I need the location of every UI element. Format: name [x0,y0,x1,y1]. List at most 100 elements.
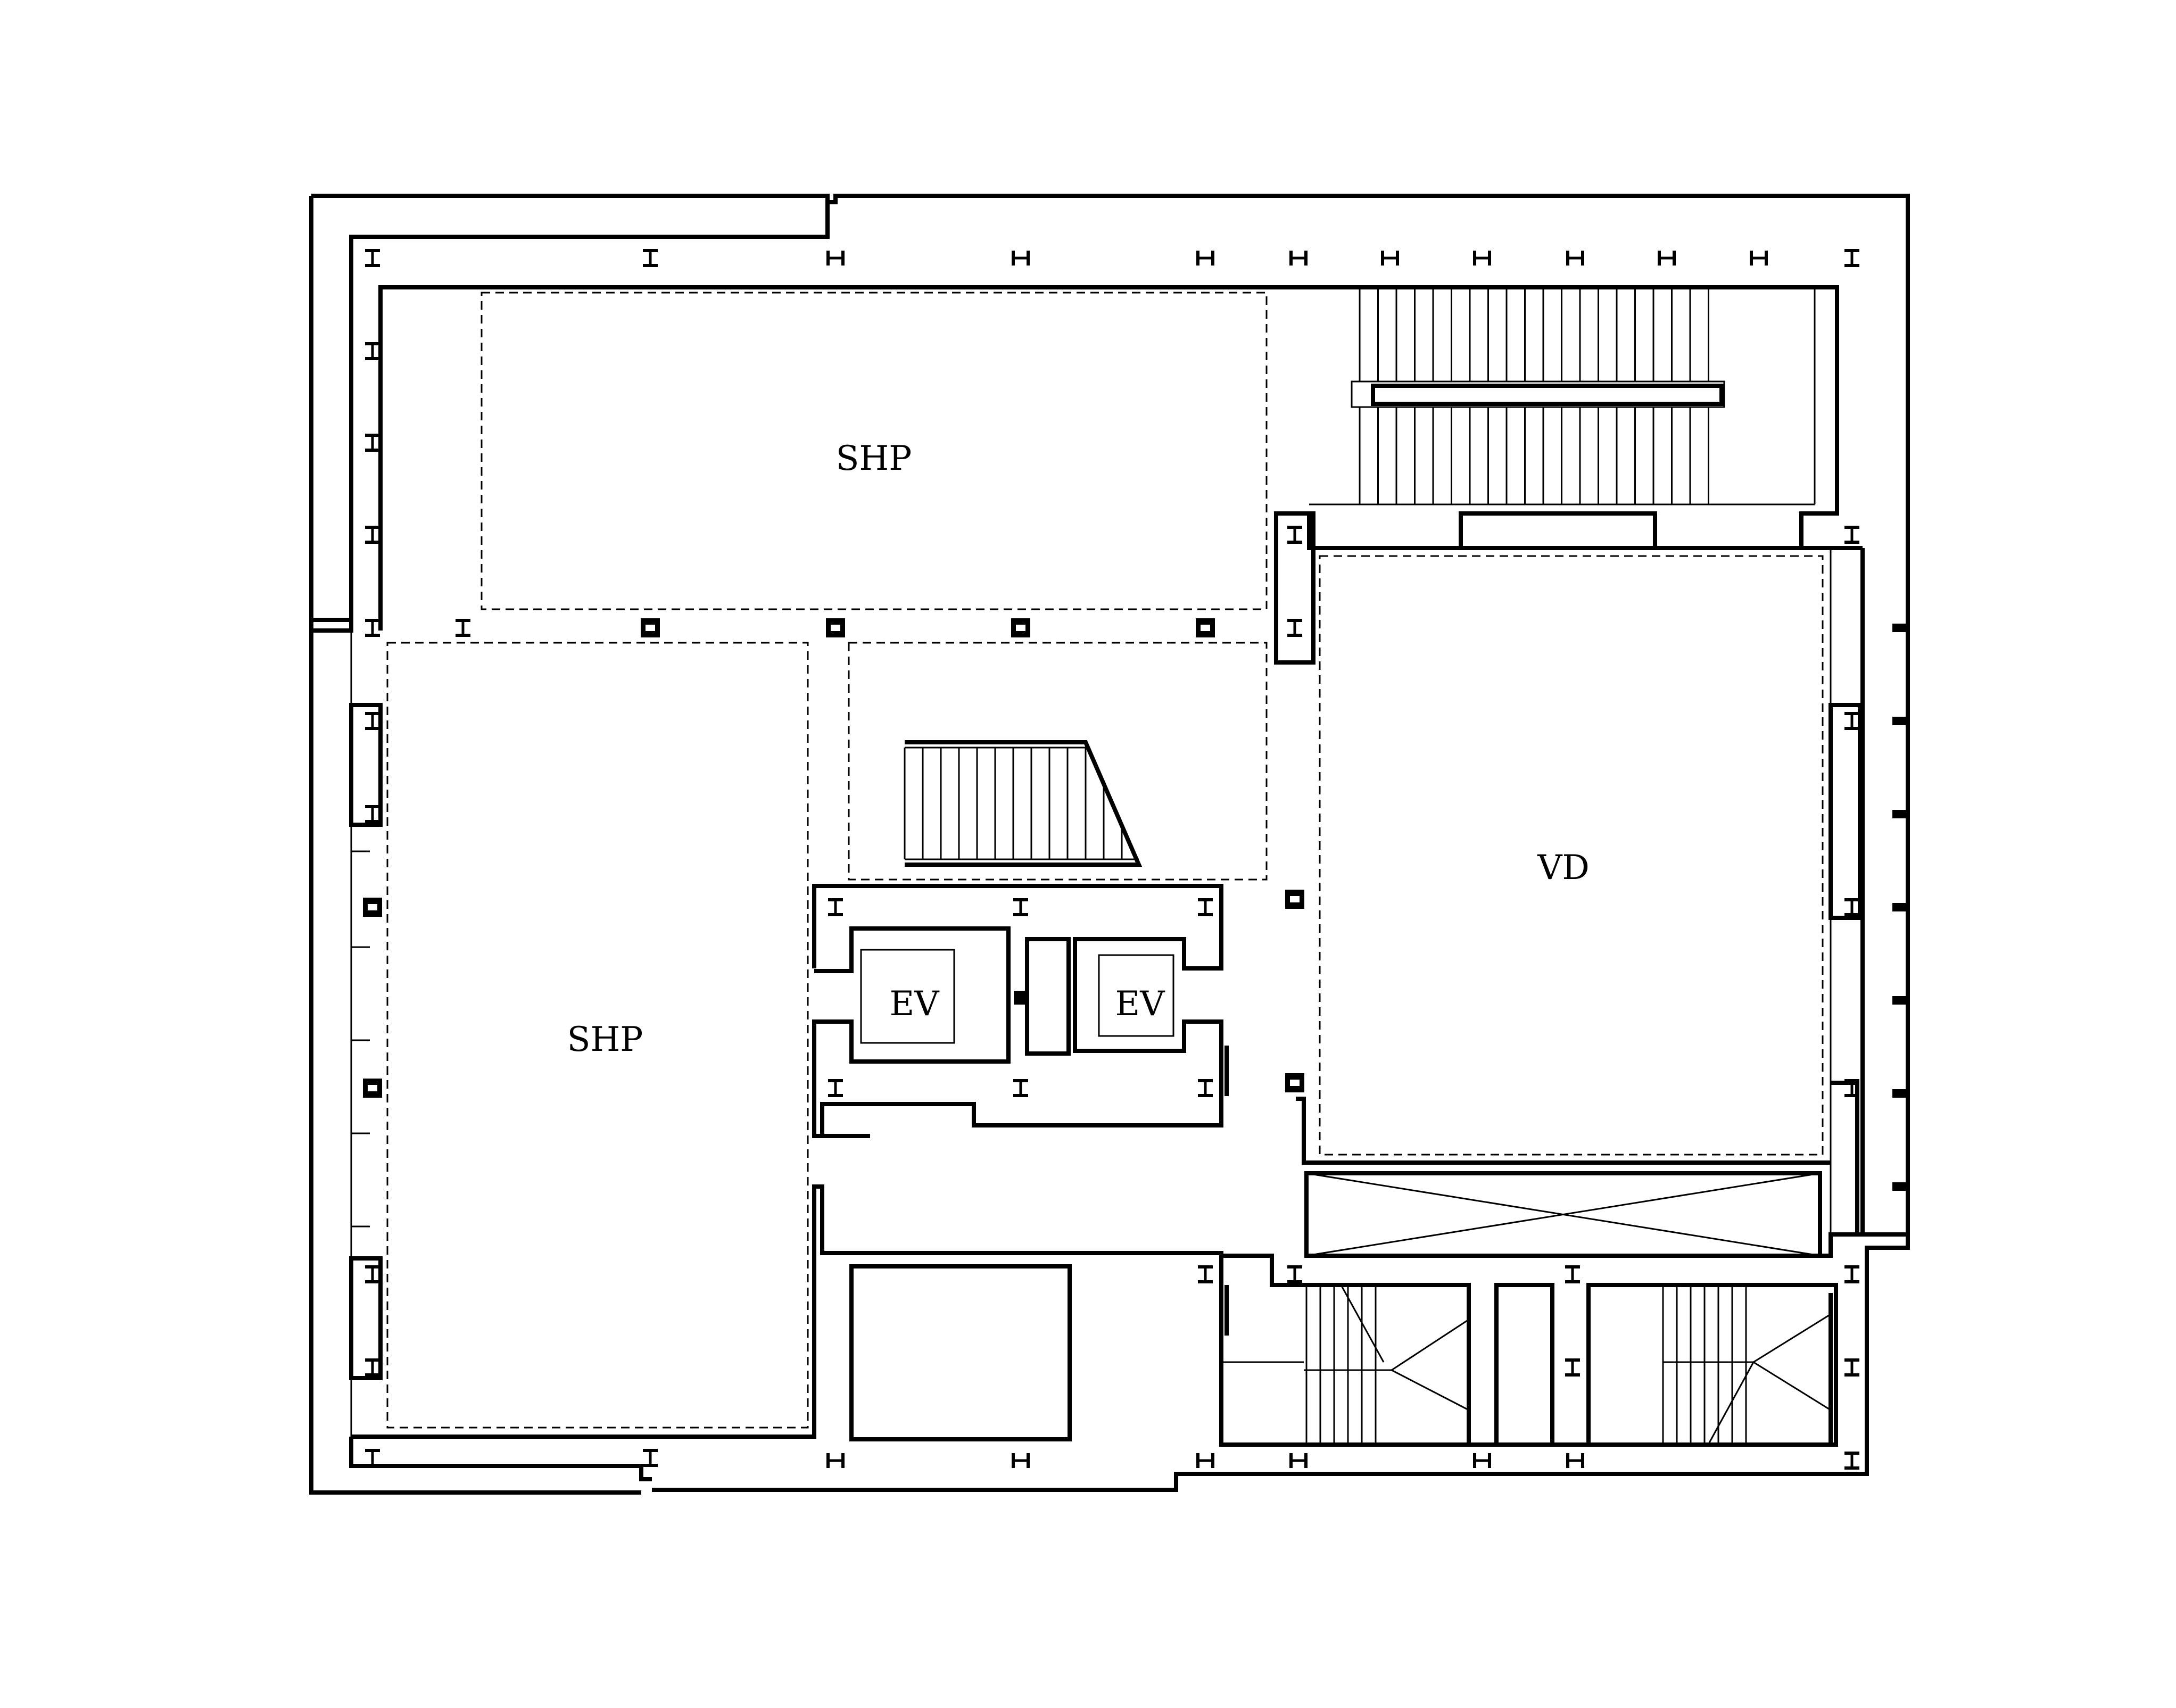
column-marker-47 [365,1449,380,1467]
lower-room [849,1264,1072,1441]
elevator-car-right [1098,954,1174,1037]
column-marker-3 [1012,251,1030,266]
column-marker-2 [826,251,845,266]
column-marker-23 [363,898,382,917]
column-marker-41 [1198,1265,1213,1283]
shaft-diagonal-2 [1306,1172,1821,1257]
wall-columns [349,703,1862,1380]
marker-box-hole [1016,625,1025,631]
label-vd: VD [1537,848,1590,888]
stair-treads-lower-a [1305,1285,1377,1445]
column-marker-6 [1381,251,1399,266]
column-marker-42 [1287,1265,1302,1283]
column-marker-46 [1844,1358,1859,1377]
column-marker-4 [1196,251,1214,266]
label-ev-right: EV [1115,984,1166,1024]
left-wall-step [311,618,353,633]
column-marker-54 [1566,1453,1584,1468]
lower-stairs [1219,1254,1838,1447]
room-labels: SHP SHP VD EV EV [567,439,1590,1059]
column-marker-39 [1285,890,1304,909]
inner-wall-bottom [351,1184,1833,1447]
column-marker-15 [365,619,380,637]
lower-stair-b [1586,1283,1838,1447]
outer-wall-top [311,194,1910,548]
column-marker-26 [365,1358,380,1377]
column-marker-10 [1750,251,1768,266]
right-dot-2 [1892,810,1906,818]
column-marker-24 [363,1079,382,1098]
upper-stair-counter [1459,511,1657,550]
core-shaft-middle [1025,937,1071,1056]
column-left-1 [349,703,383,827]
marker-box-hole [1201,625,1210,631]
column-marker-37 [1013,1079,1028,1097]
outer-wall-right-lower [1860,548,1910,1237]
right-dot-0 [1892,624,1906,632]
stair-landing-bar [1351,380,1725,408]
central-stair [904,740,1143,867]
column-marker-1 [643,249,658,267]
shaft-box [1304,1171,1822,1258]
core-wall-top [812,884,1223,1136]
column-marker-20 [1196,618,1215,637]
column-marker-11 [1844,249,1859,267]
central-stair-outline [905,740,1143,867]
column-marker-33 [828,898,843,916]
marker-box-hole [646,625,655,631]
upper-stair-base [1307,513,1801,550]
column-marker-45 [1565,1358,1580,1377]
right-dot-5 [1892,1089,1906,1098]
stair-landing-inner [1371,384,1724,406]
column-marker-17 [641,618,660,637]
lower-stair-b-d1 [1753,1313,1831,1363]
column-marker-12 [365,342,380,360]
lower-stair-wall [1219,1254,1471,1445]
zone-vd [1319,555,1824,1156]
elevator-core [812,884,1229,1138]
inner-wall-upper-left [349,196,830,620]
column-marker-7 [1473,251,1491,266]
column-marker-34 [1013,898,1028,916]
column-marker-13 [365,434,380,452]
marker-box-hole [831,625,840,631]
lower-stair-a-d1 [1340,1284,1385,1363]
stair-treads-lower-b [1662,1285,1747,1445]
zone-shp-lower [386,642,809,1429]
core-wall-left [812,926,1011,1138]
inner-wall-top [378,285,1863,631]
core-center-marker [1014,991,1028,1005]
label-shp-upper: SHP [836,439,912,478]
stair-treads-central [904,748,1123,859]
label-ev-left: EV [890,984,940,1024]
outer-wall-bottom [652,1234,1910,1492]
zone-center [848,642,1268,881]
column-marker-8 [1566,251,1584,266]
right-wall-dots [1892,624,1906,1191]
lower-stair-a-d3 [1391,1369,1469,1411]
column-marker-48 [643,1449,658,1467]
divider-column-upper [1274,511,1315,665]
column-left-2 [349,1256,383,1380]
column-marker-27 [1287,526,1302,544]
column-marker-35 [1198,898,1213,916]
marker-box-hole [368,1085,377,1091]
column-marker-22 [365,805,380,823]
column-marker-9 [1658,251,1676,266]
lower-stair-a-d2 [1391,1319,1469,1371]
shaft-x [1304,1171,1863,1258]
zone-shp-upper [481,292,1268,610]
lower-stair-b-d3 [1707,1362,1755,1445]
column-marker-30 [1844,712,1859,730]
lower-stair-divider [1494,1283,1554,1447]
column-marker-44 [1844,1265,1859,1283]
column-marker-19 [1011,618,1030,637]
right-dot-4 [1892,996,1906,1005]
column-marker-32 [1844,1079,1859,1097]
column-marker-31 [1844,898,1859,916]
marker-box-hole [1290,1080,1300,1086]
column-marker-29 [1844,526,1859,544]
column-right-2 [1831,1081,1859,1234]
stair-treads-upper [1359,287,1709,504]
